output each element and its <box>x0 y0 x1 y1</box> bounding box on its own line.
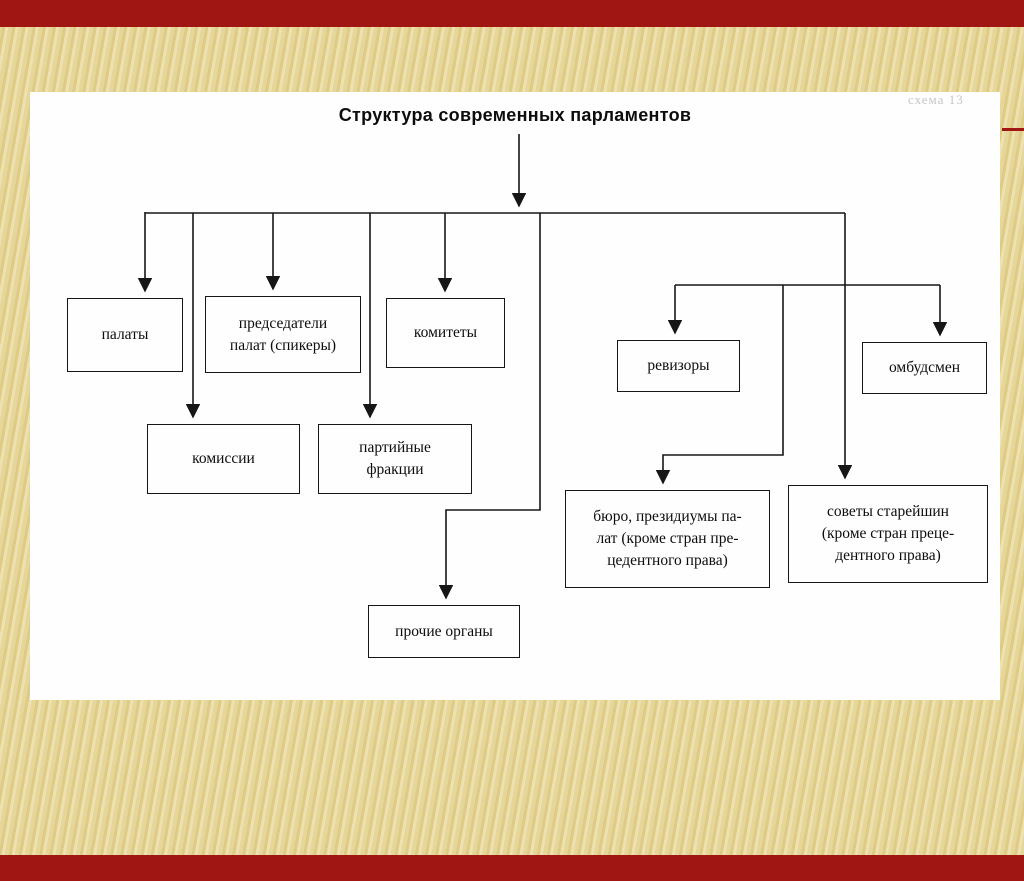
node-commissions: комиссии <box>147 424 300 494</box>
node-elders-councils: советы старейшин (кроме стран преце- ден… <box>788 485 988 583</box>
corner-note: схема 13 <box>908 92 964 107</box>
node-other-bodies: прочие органы <box>368 605 520 658</box>
node-speakers: председатели палат (спикеры) <box>205 296 361 373</box>
node-committees: комитеты <box>386 298 505 368</box>
right-edge-red-mark <box>1002 128 1024 131</box>
bottom-red-bar <box>0 855 1024 881</box>
top-red-bar <box>0 0 1024 27</box>
node-chambers: палаты <box>67 298 183 372</box>
node-ombudsman: омбудсмен <box>862 342 987 394</box>
node-party-factions: партийные фракции <box>318 424 472 494</box>
node-auditors: ревизоры <box>617 340 740 392</box>
node-bureaus: бюро, президиумы па- лат (кроме стран пр… <box>565 490 770 588</box>
diagram-title: Структура современных парламентов <box>338 105 692 125</box>
